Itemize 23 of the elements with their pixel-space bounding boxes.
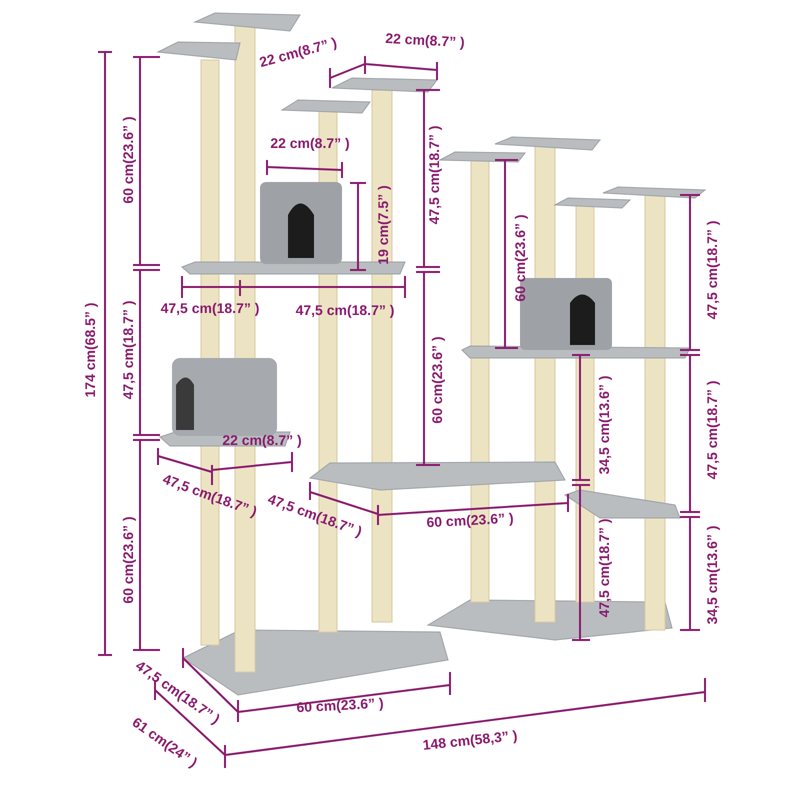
dimension-label: 34,5 cm(13.6” )	[597, 376, 611, 474]
dimension-label: 148 cm(58,3” )	[422, 728, 518, 752]
dimension-label: 47,5 cm(18.7” )	[705, 220, 719, 320]
dimension-label: 19 cm(7.5” )	[376, 185, 390, 265]
dimension-label: 60 cm(23.6” )	[121, 516, 135, 604]
dimension-label: 47,5 cm(18.7” )	[296, 303, 394, 317]
dimension-label: 47,5 cm(18.7” )	[597, 518, 611, 618]
dimension-label: 22 cm(8.7” )	[258, 34, 338, 70]
dimension-label: 47,5 cm(18.7” )	[266, 492, 364, 538]
dimension-label: 47,5 cm(18.7” )	[427, 126, 441, 224]
dimension-label: 47,5 cm(18.7” )	[121, 300, 135, 400]
dimension-label: 60 cm(23.6” )	[121, 116, 135, 204]
dimension-label: 60 cm(23.6” )	[430, 336, 444, 424]
dimension-label: 34,5 cm(13.6” )	[705, 526, 719, 624]
dimension-label: 22 cm(8.7” )	[385, 30, 465, 50]
dimension-label: 60 cm(23.6” )	[513, 214, 527, 302]
dimension-label: 22 cm(8.7” )	[222, 433, 302, 447]
dimension-label: 60 cm(23.6” )	[426, 510, 514, 530]
dimension-label: 174 cm(68.5” )	[83, 302, 97, 398]
dimension-label: 22 cm(8.7” )	[270, 136, 350, 150]
dimension-label: 47,5 cm(18.7” )	[705, 380, 719, 480]
dimension-label: 47,5 cm(18.7” )	[161, 472, 259, 518]
dimension-label: 47,5 cm(18.7” )	[160, 301, 260, 315]
